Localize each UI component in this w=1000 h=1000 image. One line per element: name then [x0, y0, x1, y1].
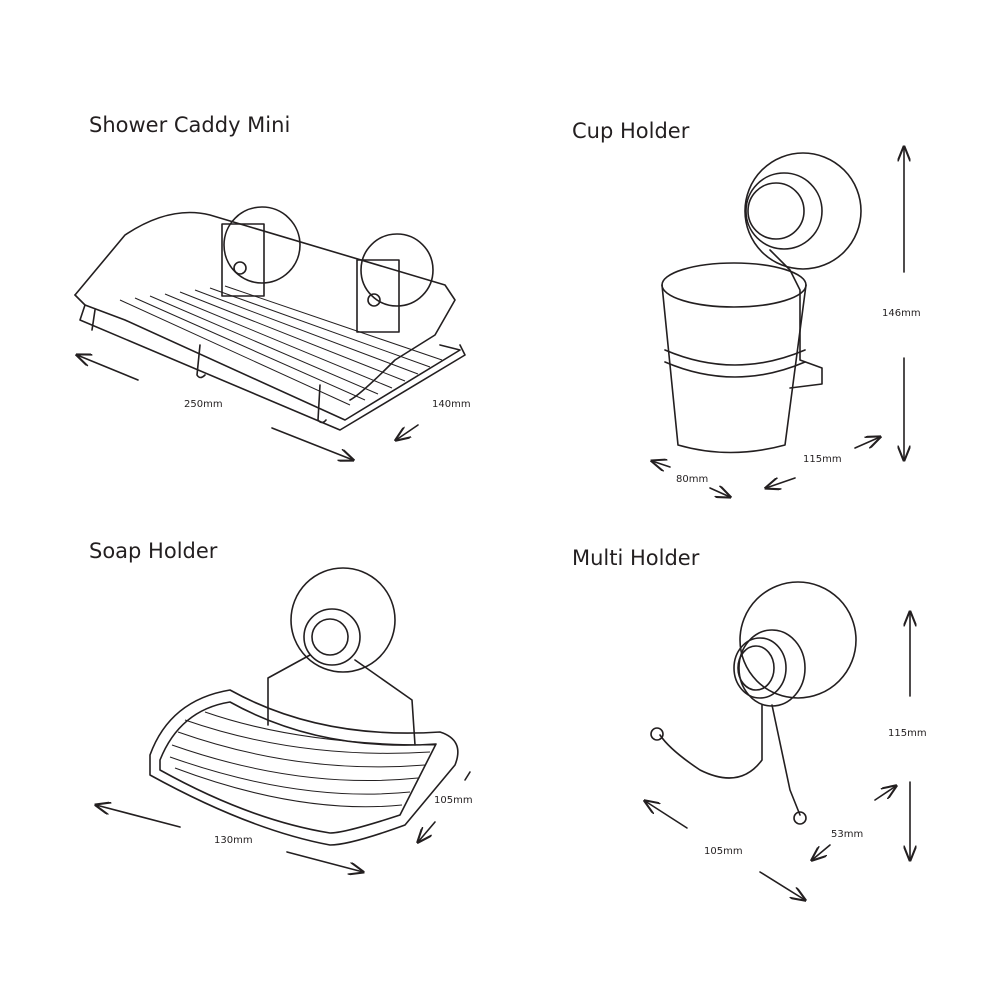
cup-holder-width-label: 115mm [803, 454, 842, 465]
cup-holder-drawing [652, 147, 904, 497]
multi-holder-height-label: 115mm [888, 728, 927, 739]
cup-holder-title: Cup Holder [572, 119, 690, 143]
shower-caddy-depth-label: 140mm [432, 399, 471, 410]
multi-holder-width-label: 105mm [704, 846, 743, 857]
shower-caddy-drawing [75, 206, 466, 460]
shower-caddy-title: Shower Caddy Mini [89, 113, 291, 137]
soap-holder-title: Soap Holder [89, 539, 218, 563]
multi-holder-title: Multi Holder [572, 546, 700, 570]
soap-holder-width-label: 130mm [214, 835, 253, 846]
multi-holder-drawing [645, 581, 910, 900]
cup-holder-height-label: 146mm [882, 308, 921, 319]
multi-holder-depth-label: 53mm [831, 829, 864, 840]
soap-holder-depth-label: 105mm [434, 795, 473, 806]
cup-holder-depth-label: 80mm [676, 474, 709, 485]
soap-holder-drawing [96, 567, 471, 872]
shower-caddy-width-label: 250mm [184, 399, 223, 410]
